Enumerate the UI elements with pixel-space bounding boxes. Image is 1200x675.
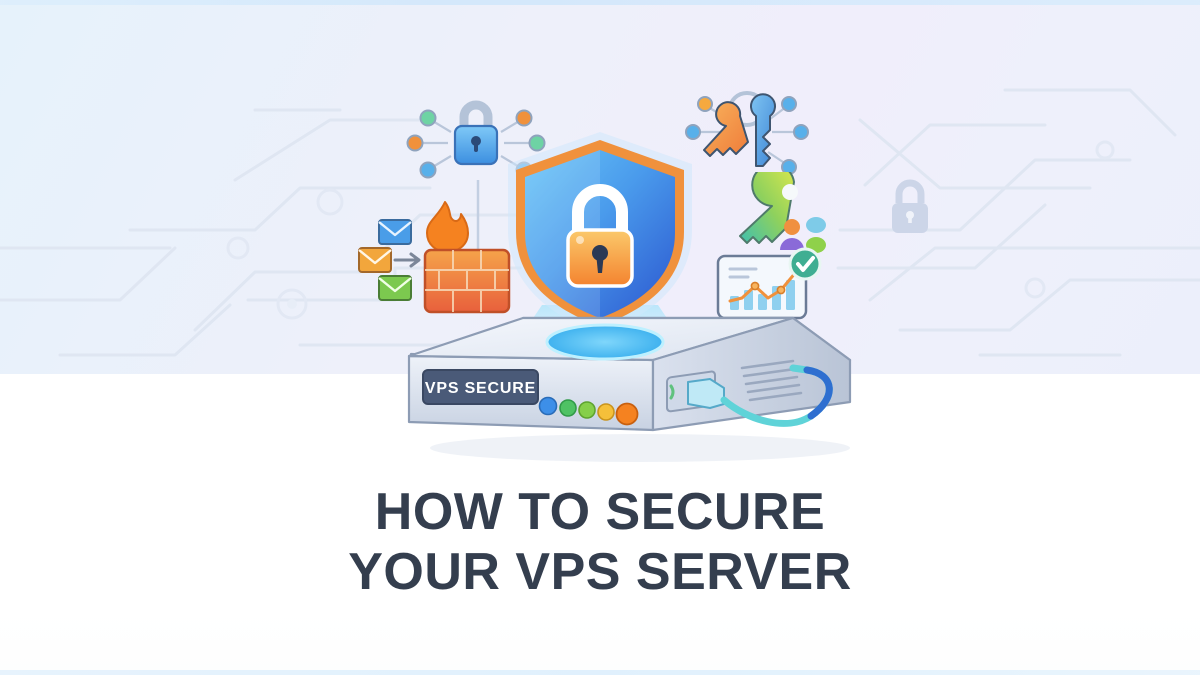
firewall-icon [358, 201, 511, 314]
server-label-text: VPS SECURE [425, 380, 536, 397]
check-badge-icon [788, 247, 822, 281]
vps-server: VPS SECURE [407, 316, 852, 462]
server-led-row [538, 396, 639, 426]
watermark-lock-icon [892, 179, 928, 233]
led-yellow [597, 403, 615, 421]
padlock-connector-line [476, 180, 480, 250]
server-label-plate: VPS SECURE [422, 369, 539, 405]
security-shield [506, 132, 694, 358]
bottom-edge-strip [0, 670, 1200, 675]
led-lime [578, 401, 596, 419]
ethernet-port [666, 370, 725, 413]
envelope-orange [358, 247, 392, 273]
top-edge-strip [0, 0, 1200, 5]
shield-padlock-icon [566, 184, 634, 288]
envelope-blue [378, 219, 412, 245]
flow-arrow [393, 252, 421, 268]
key-ring-icon [685, 91, 809, 175]
vent-slats [740, 359, 803, 402]
envelope-green [378, 275, 412, 301]
title-line-2: YOUR VPS SERVER [348, 543, 852, 601]
page-title: HOW TO SECURE YOUR VPS SERVER [0, 482, 1200, 602]
title-line-1: HOW TO SECURE [374, 483, 826, 541]
led-blue [538, 396, 558, 416]
hologram-base-glow [547, 325, 663, 359]
led-green [559, 399, 577, 417]
monitoring-dashboard-icon [716, 247, 822, 320]
led-orange [615, 402, 639, 426]
flame-icon [426, 201, 469, 253]
